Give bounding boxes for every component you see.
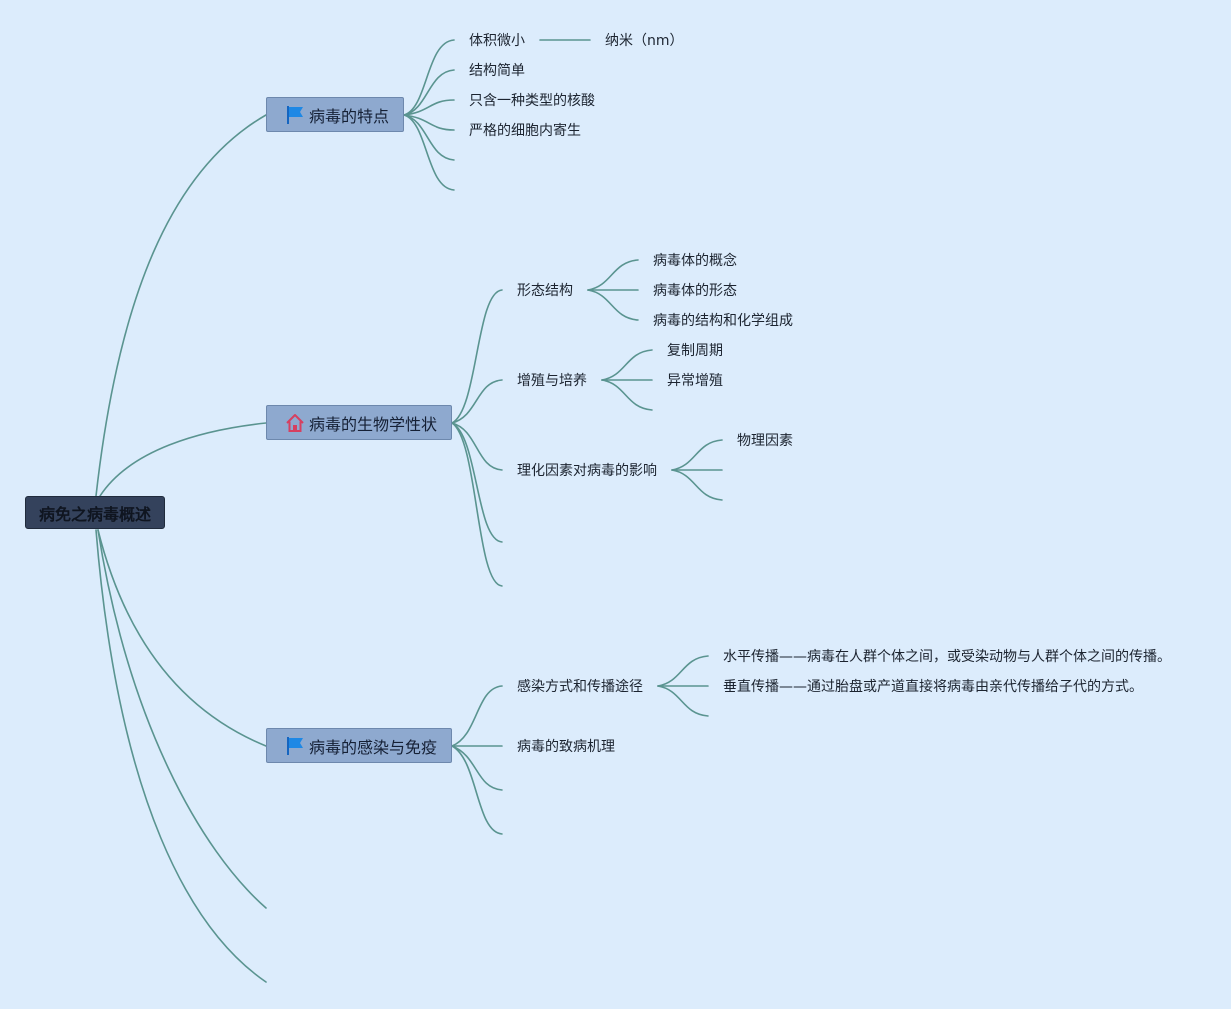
connector-b1-empty-1 bbox=[403, 114, 455, 161]
connector-infect-1 bbox=[657, 655, 709, 687]
leaf-replication-culture[interactable]: 增殖与培养 bbox=[517, 373, 587, 389]
connector-b2-child-2 bbox=[451, 379, 503, 424]
connector-b1-child-3 bbox=[403, 99, 455, 116]
connector-morph-1 bbox=[587, 259, 639, 291]
connector-b1-child-4 bbox=[403, 114, 455, 131]
leaf-intracellular-parasitism[interactable]: 严格的细胞内寄生 bbox=[469, 123, 581, 139]
leaf-pathogenic-mechanism[interactable]: 病毒的致病机理 bbox=[517, 739, 615, 755]
root-node[interactable]: 病免之病毒概述 bbox=[25, 496, 165, 529]
connector-b3-empty-2 bbox=[451, 745, 503, 835]
connector-repro-3 bbox=[601, 379, 653, 411]
leaf-physical-factors[interactable]: 物理因素 bbox=[737, 433, 793, 449]
leaf-horizontal-transmission[interactable]: 水平传播——病毒在人群个体之间，或受染动物与人群个体之间的传播。 bbox=[723, 649, 1171, 665]
connector-repro-1 bbox=[601, 349, 653, 381]
connector-morph-3 bbox=[587, 289, 639, 321]
connector-root-to-empty-2 bbox=[95, 529, 267, 983]
connector-b1-child-2 bbox=[403, 69, 455, 116]
leaf-structure-composition[interactable]: 病毒的结构和化学组成 bbox=[653, 313, 793, 329]
connector-b2-empty-2 bbox=[451, 422, 503, 587]
leaf-single-nucleic-acid[interactable]: 只含一种类型的核酸 bbox=[469, 93, 595, 109]
connector-infect-3 bbox=[657, 685, 709, 717]
connector-root-to-branch-1 bbox=[95, 114, 267, 497]
connector-physchem-3 bbox=[671, 469, 723, 501]
leaf-note-nanometer[interactable]: 纳米（nm） bbox=[605, 33, 684, 49]
flag-icon bbox=[285, 736, 305, 756]
connector-b3-child-1 bbox=[451, 685, 503, 747]
leaf-small-size[interactable]: 体积微小 bbox=[469, 33, 525, 49]
flag-icon bbox=[285, 105, 305, 125]
leaf-physicochemical-factors[interactable]: 理化因素对病毒的影响 bbox=[517, 463, 657, 479]
connector-root-to-empty-1 bbox=[97, 529, 267, 909]
leaf-virion-concept[interactable]: 病毒体的概念 bbox=[653, 253, 737, 269]
branch-node-virus-features[interactable]: 病毒的特点 bbox=[266, 97, 404, 132]
connector-b1-child-1 bbox=[403, 39, 455, 116]
leaf-virion-morphology[interactable]: 病毒体的形态 bbox=[653, 283, 737, 299]
connector-root-to-branch-3 bbox=[97, 529, 267, 747]
branch-label: 病毒的生物学性状 bbox=[309, 414, 438, 434]
leaf-vertical-transmission[interactable]: 垂直传播——通过胎盘或产道直接将病毒由亲代传播给子代的方式。 bbox=[723, 679, 1143, 695]
branch-node-biological-properties[interactable]: 病毒的生物学性状 bbox=[266, 405, 452, 440]
leaf-abnormal-replication[interactable]: 异常增殖 bbox=[667, 373, 723, 389]
connector-b2-child-3 bbox=[451, 422, 503, 471]
branch-label: 病毒的感染与免疫 bbox=[309, 737, 438, 757]
connector-b3-empty-1 bbox=[451, 745, 503, 791]
connector-root-to-branch-2 bbox=[99, 422, 267, 497]
root-node-label: 病免之病毒概述 bbox=[38, 504, 151, 524]
leaf-morphology-structure[interactable]: 形态结构 bbox=[517, 283, 573, 299]
leaf-infection-transmission[interactable]: 感染方式和传播途径 bbox=[517, 679, 643, 695]
leaf-simple-structure[interactable]: 结构简单 bbox=[469, 63, 525, 79]
connector-physchem-1 bbox=[671, 439, 723, 471]
connector-b2-child-1 bbox=[451, 289, 503, 424]
connector-b2-empty-1 bbox=[451, 422, 503, 543]
leaf-replication-cycle[interactable]: 复制周期 bbox=[667, 343, 723, 359]
branch-label: 病毒的特点 bbox=[309, 106, 390, 126]
connector-b1-empty-2 bbox=[403, 114, 455, 191]
house-icon bbox=[285, 413, 305, 433]
branch-node-infection-immunity[interactable]: 病毒的感染与免疫 bbox=[266, 728, 452, 763]
